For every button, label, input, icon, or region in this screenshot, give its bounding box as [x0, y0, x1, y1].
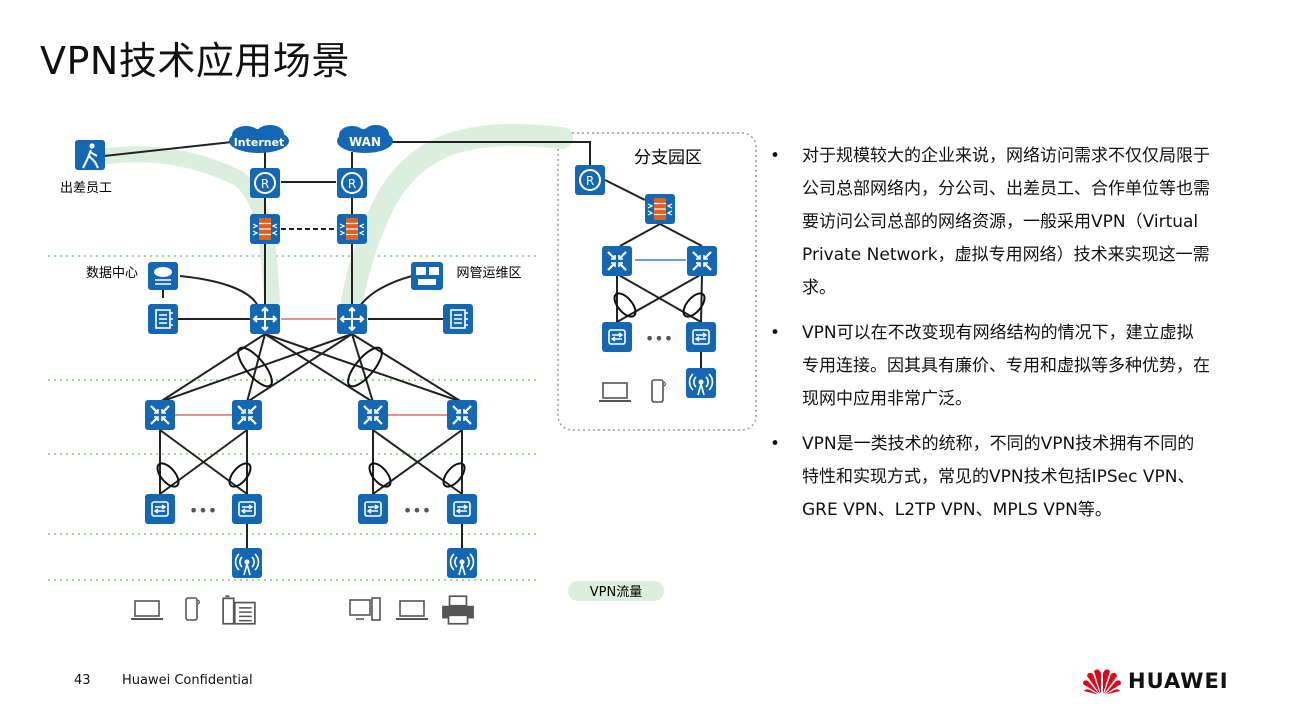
bullet-list: • 对于规模较大的企业来说，网络访问需求不仅仅局限于公司总部网络内，分公司、出差… — [770, 140, 1210, 539]
datacenter-label: 数据中心 — [86, 266, 138, 281]
branch-laptop-icon — [598, 382, 632, 402]
access-switch-2-icon — [232, 494, 262, 524]
laptop-icon — [130, 600, 164, 620]
branch-phone-icon — [651, 379, 667, 403]
branch-ellipsis: ••• — [645, 329, 673, 348]
page-number: 43 — [74, 673, 91, 688]
bullet-item: • 对于规模较大的企业来说，网络访问需求不仅仅局限于公司总部网络内，分公司、出差… — [770, 140, 1210, 305]
agg-switch-2-icon — [232, 400, 262, 430]
netops-label: 网管运维区 — [456, 266, 521, 281]
ellipsis-left: ••• — [189, 501, 217, 520]
branch-campus-box — [557, 132, 757, 431]
branch-access-switch-2-icon — [686, 322, 716, 352]
access-switch-4-icon — [447, 494, 477, 524]
access-switch-1-icon — [145, 494, 175, 524]
hq-firewall-1-icon — [250, 214, 280, 244]
zone-separators — [48, 255, 538, 581]
slide-title: VPN技术应用场景 — [40, 39, 350, 83]
network-links — [103, 141, 703, 548]
branch-router-icon — [575, 165, 605, 195]
bullet-item: • VPN是一类技术的统称，不同的VPN技术拥有不同的特性和实现方式，常见的VP… — [770, 428, 1210, 527]
bullet-item: • VPN可以在不改变现有网络结构的情况下，建立虚拟专用连接。因其具有廉价、专用… — [770, 317, 1210, 416]
branch-access-switch-1-icon — [602, 322, 632, 352]
branch-ap-icon — [686, 368, 716, 398]
branch-agg-switch-1-icon — [602, 246, 632, 276]
vpn-legend: VPN流量 — [568, 581, 664, 601]
agg-switch-4-icon — [447, 400, 477, 430]
internet-cloud-label: Internet — [234, 136, 285, 149]
internet-cloud: Internet — [229, 125, 289, 153]
pc-icon — [349, 597, 381, 621]
hq-router-2-icon — [337, 168, 367, 198]
agg-switch-3-icon — [358, 400, 388, 430]
huawei-logo: HUAWEI — [1082, 666, 1229, 696]
access-switch-3-icon — [358, 494, 388, 524]
core-switch-1-icon — [250, 304, 280, 334]
printer-icon — [441, 595, 475, 625]
bullet-marker: • — [770, 146, 781, 166]
stack-links — [175, 318, 447, 416]
phone-icon — [185, 597, 201, 621]
vpn-legend-label: VPN流量 — [590, 585, 642, 600]
branch-label: 分支园区 — [634, 148, 702, 168]
huawei-flower-icon — [1083, 669, 1121, 695]
eth-trunk-markers — [156, 292, 706, 488]
traveler-icon — [75, 140, 105, 170]
branch-agg-switch-2-icon — [687, 246, 717, 276]
ellipsis-right: ••• — [403, 501, 431, 520]
netops-icon — [411, 262, 443, 290]
branch-firewall-icon — [645, 194, 675, 224]
hq-router-1-icon — [250, 168, 280, 198]
bullet-marker: • — [770, 434, 781, 454]
brand-name: HUAWEI — [1128, 669, 1229, 693]
network-diagram: R — [48, 123, 757, 625]
agg-switch-1-icon — [145, 400, 175, 430]
hq-firewall-2-icon — [337, 214, 367, 244]
confidential-label: Huawei Confidential — [122, 673, 253, 688]
ap-right-icon — [447, 548, 477, 578]
datacenter-icon — [148, 262, 178, 290]
core-switch-2-icon — [337, 304, 367, 334]
ap-left-icon — [232, 548, 262, 578]
traveler-label: 出差员工 — [60, 181, 112, 196]
bullet-text: 对于规模较大的企业来说，网络访问需求不仅仅局限于公司总部网络内，分公司、出差员工… — [802, 146, 1210, 298]
bullet-text: VPN是一类技术的统称，不同的VPN技术拥有不同的特性和实现方式，常见的VPN技… — [802, 434, 1195, 520]
wan-cloud: WAN — [337, 125, 393, 153]
wan-cloud-label: WAN — [349, 135, 381, 149]
ip-phone-icon — [222, 595, 256, 625]
bullet-text: VPN可以在不改变现有网络结构的情况下，建立虚拟专用连接。因其具有廉价、专用和虚… — [802, 323, 1210, 409]
server-right-icon — [443, 304, 473, 334]
laptop-2-icon — [395, 600, 429, 620]
bullet-marker: • — [770, 323, 781, 343]
server-left-icon — [148, 304, 178, 334]
vpn-traffic-paths — [100, 123, 573, 311]
